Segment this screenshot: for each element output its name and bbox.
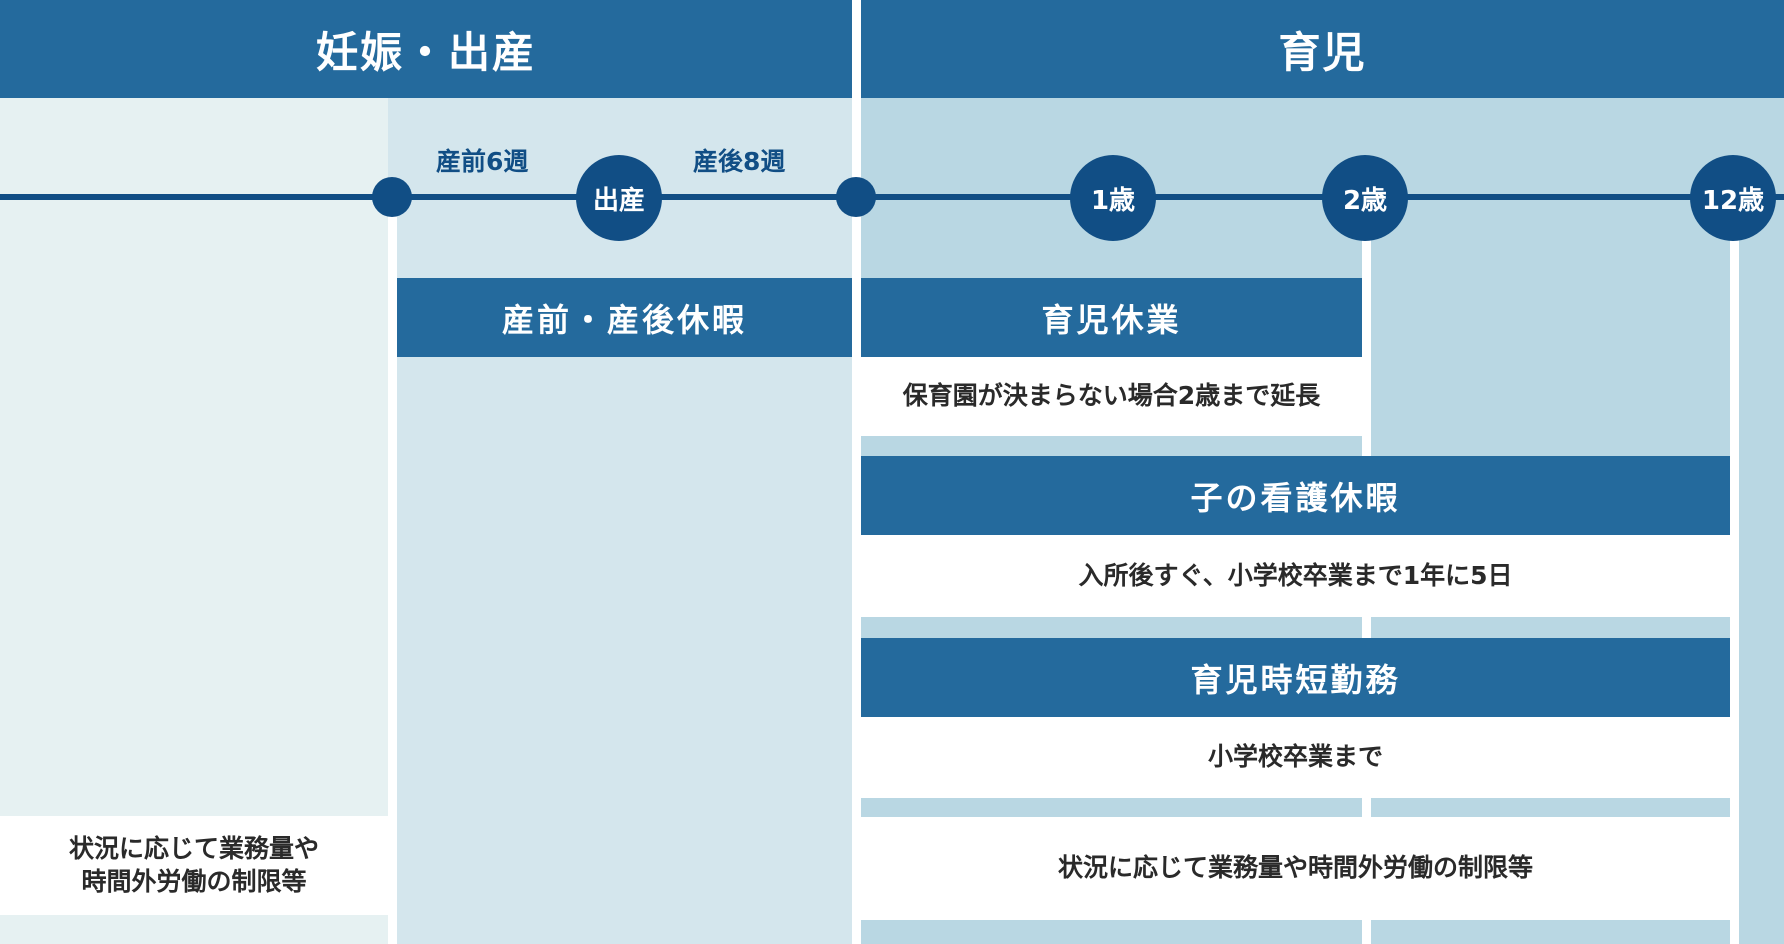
pregnancy-workload-note-line1: 状況に応じて業務量や <box>68 834 319 863</box>
age-12-milestone: 12歳 <box>1690 155 1776 241</box>
short-hours-note: 小学校卒業まで <box>861 717 1730 798</box>
pregnancy-column-bg <box>0 98 388 944</box>
pregnancy-workload-note-line2: 時間外労働の制限等 <box>81 866 307 896</box>
separator-birth-childcare <box>852 0 861 944</box>
maternity-leave-band: 産前・産後休暇 <box>397 278 852 357</box>
childcare-leave-band: 育児休業 <box>861 278 1362 357</box>
short-hours-band: 育児時短勤務 <box>861 638 1730 717</box>
birth-milestone: 出産 <box>576 155 662 241</box>
pregnancy-workload-note: 状況に応じて業務量や 時間外労働の制限等 <box>0 816 388 915</box>
prenatal-weeks-label: 産前6週 <box>436 147 529 176</box>
childcare-leave-note: 保育園が決まらない場合2歳まで延長 <box>861 357 1362 436</box>
header-pregnancy-birth: 妊娠・出産 <box>0 0 852 98</box>
sick-child-leave-note: 入所後すぐ、小学校卒業まで1年に5日 <box>861 535 1730 617</box>
header-childcare: 育児 <box>861 0 1784 98</box>
childcare-workload-note: 状況に応じて業務量や時間外労働の制限等 <box>861 817 1730 920</box>
age-1-milestone: 1歳 <box>1070 155 1156 241</box>
timeline-line <box>0 194 1784 200</box>
pregnancy-end-dot <box>372 177 412 217</box>
sick-child-leave-band: 子の看護休暇 <box>861 456 1730 535</box>
age-2-milestone: 2歳 <box>1322 155 1408 241</box>
separator-pregnancy-maternity <box>388 198 397 944</box>
separator-age12 <box>1730 198 1739 944</box>
postnatal-weeks-label: 産後8週 <box>693 147 786 176</box>
postnatal-end-dot <box>836 177 876 217</box>
